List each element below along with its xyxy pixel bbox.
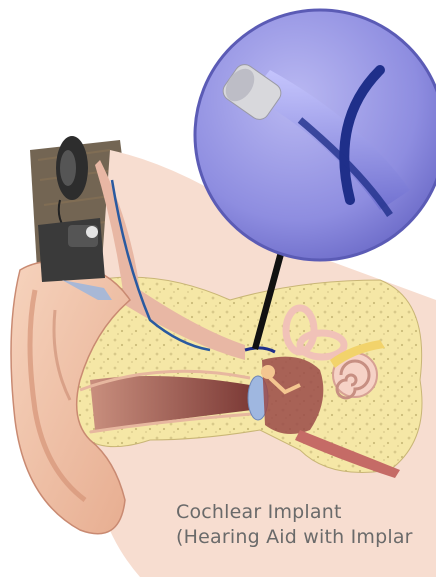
caption-line-2: (Hearing Aid with Implar [176,526,436,549]
caption-line-1: Cochlear Implant [176,501,342,524]
magnified-electrode-icon [195,10,436,260]
